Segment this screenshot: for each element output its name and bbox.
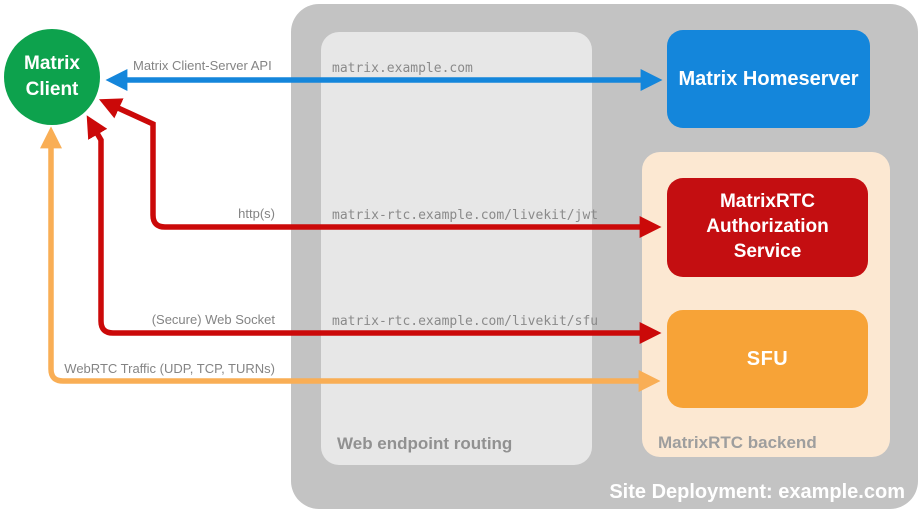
- route-livekit-jwt: matrix-rtc.example.com/livekit/jwt: [332, 208, 599, 223]
- matrixrtc-backend-label: MatrixRTC backend: [658, 433, 817, 452]
- sfu-node: SFU: [667, 310, 868, 408]
- web-endpoint-routing-label: Web endpoint routing: [337, 434, 513, 453]
- site-deployment-label: Site Deployment: example.com: [609, 481, 905, 503]
- sfu-label: SFU: [746, 347, 789, 370]
- matrixrtc-authorization-service-node: MatrixRTC Authorization Service: [667, 178, 868, 277]
- route-matrix-example-com: matrix.example.com: [332, 61, 473, 76]
- route-livekit-sfu: matrix-rtc.example.com/livekit/sfu: [332, 314, 599, 329]
- webrtc-traffic-edge-label: WebRTC Traffic (UDP, TCP, TURNs): [64, 361, 275, 376]
- matrix-client-label: Matrix Client: [24, 53, 80, 100]
- matrix-homeserver-label: Matrix Homeserver: [678, 67, 859, 90]
- https-edge-label: http(s): [238, 206, 275, 221]
- matrix-client-node: Matrix Client: [4, 29, 100, 125]
- matrix-homeserver-node: Matrix Homeserver: [667, 30, 870, 128]
- client-server-api-edge-label: Matrix Client-Server API: [133, 58, 272, 73]
- websocket-edge-label: (Secure) Web Socket: [151, 312, 275, 327]
- matrixrtc-authorization-service-label: MatrixRTC Authorization Service: [706, 191, 829, 262]
- web-endpoint-routing-container: [321, 32, 592, 465]
